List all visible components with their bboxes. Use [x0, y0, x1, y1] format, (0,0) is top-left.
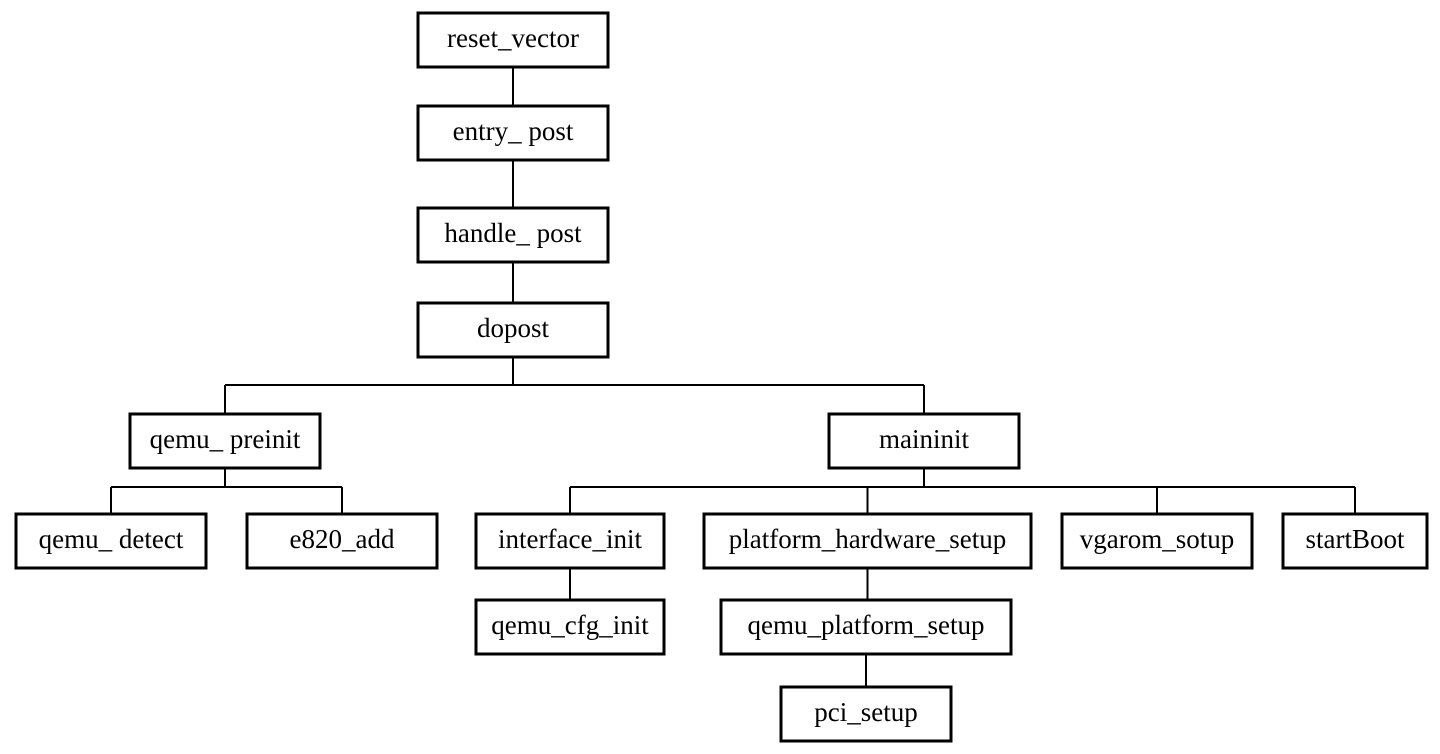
node-label: maininit	[879, 424, 969, 454]
node-box	[1281, 512, 1429, 570]
node-label: qemu_ preinit	[150, 424, 301, 454]
node-label: entry_ post	[453, 116, 574, 146]
node-reset-vector: reset_vector	[416, 11, 610, 69]
node-box	[128, 412, 322, 470]
node-box	[702, 512, 1033, 570]
node-box	[416, 206, 610, 264]
connector-lines	[110, 67, 1356, 687]
node-qemu-cfg-init: qemu_cfg_init	[474, 598, 666, 656]
node-label: qemu_ detect	[39, 524, 184, 554]
node-startboot: startBoot	[1281, 512, 1429, 570]
node-pci-setup: pci_setup	[779, 685, 953, 743]
node-label: reset_vector	[447, 23, 579, 53]
node-label: startBoot	[1306, 524, 1405, 554]
node-box	[1060, 512, 1254, 570]
node-label: qemu_platform_setup	[748, 610, 985, 640]
node-label: e820_add	[290, 524, 395, 554]
node-e820-add: e820_add	[245, 512, 439, 570]
node-maininit: maininit	[827, 412, 1021, 470]
node-dopost: dopost	[416, 301, 610, 359]
node-label: pci_setup	[814, 697, 917, 727]
node-qemu-platform-setup: qemu_platform_setup	[719, 598, 1013, 656]
node-box	[474, 598, 666, 656]
node-box	[779, 685, 953, 743]
node-qemu-detect: qemu_ detect	[14, 512, 208, 570]
node-box	[474, 512, 666, 570]
node-box	[827, 412, 1021, 470]
node-box	[416, 104, 610, 162]
node-qemu-preinit: qemu_ preinit	[128, 412, 322, 470]
node-box	[719, 598, 1013, 656]
node-handle-post: handle_ post	[416, 206, 610, 264]
node-label: handle_ post	[444, 218, 582, 248]
node-interface-init: interface_init	[474, 512, 666, 570]
diagram-nodes: reset_vector entry_ post handle_ post dopos…	[14, 11, 1429, 743]
node-label: platform_hardware_setup	[729, 524, 1006, 554]
node-label: vgarom_sotup	[1080, 524, 1235, 554]
node-box	[416, 301, 610, 359]
node-box	[245, 512, 439, 570]
node-label: qemu_cfg_init	[491, 610, 649, 640]
node-label: interface_init	[498, 524, 642, 554]
node-box	[416, 11, 610, 69]
node-entry-post: entry_ post	[416, 104, 610, 162]
node-box	[14, 512, 208, 570]
node-label: dopost	[477, 313, 550, 343]
node-platform-hardware-setup: platform_hardware_setup	[702, 512, 1033, 570]
node-vgarom-sotup: vgarom_sotup	[1060, 512, 1254, 570]
